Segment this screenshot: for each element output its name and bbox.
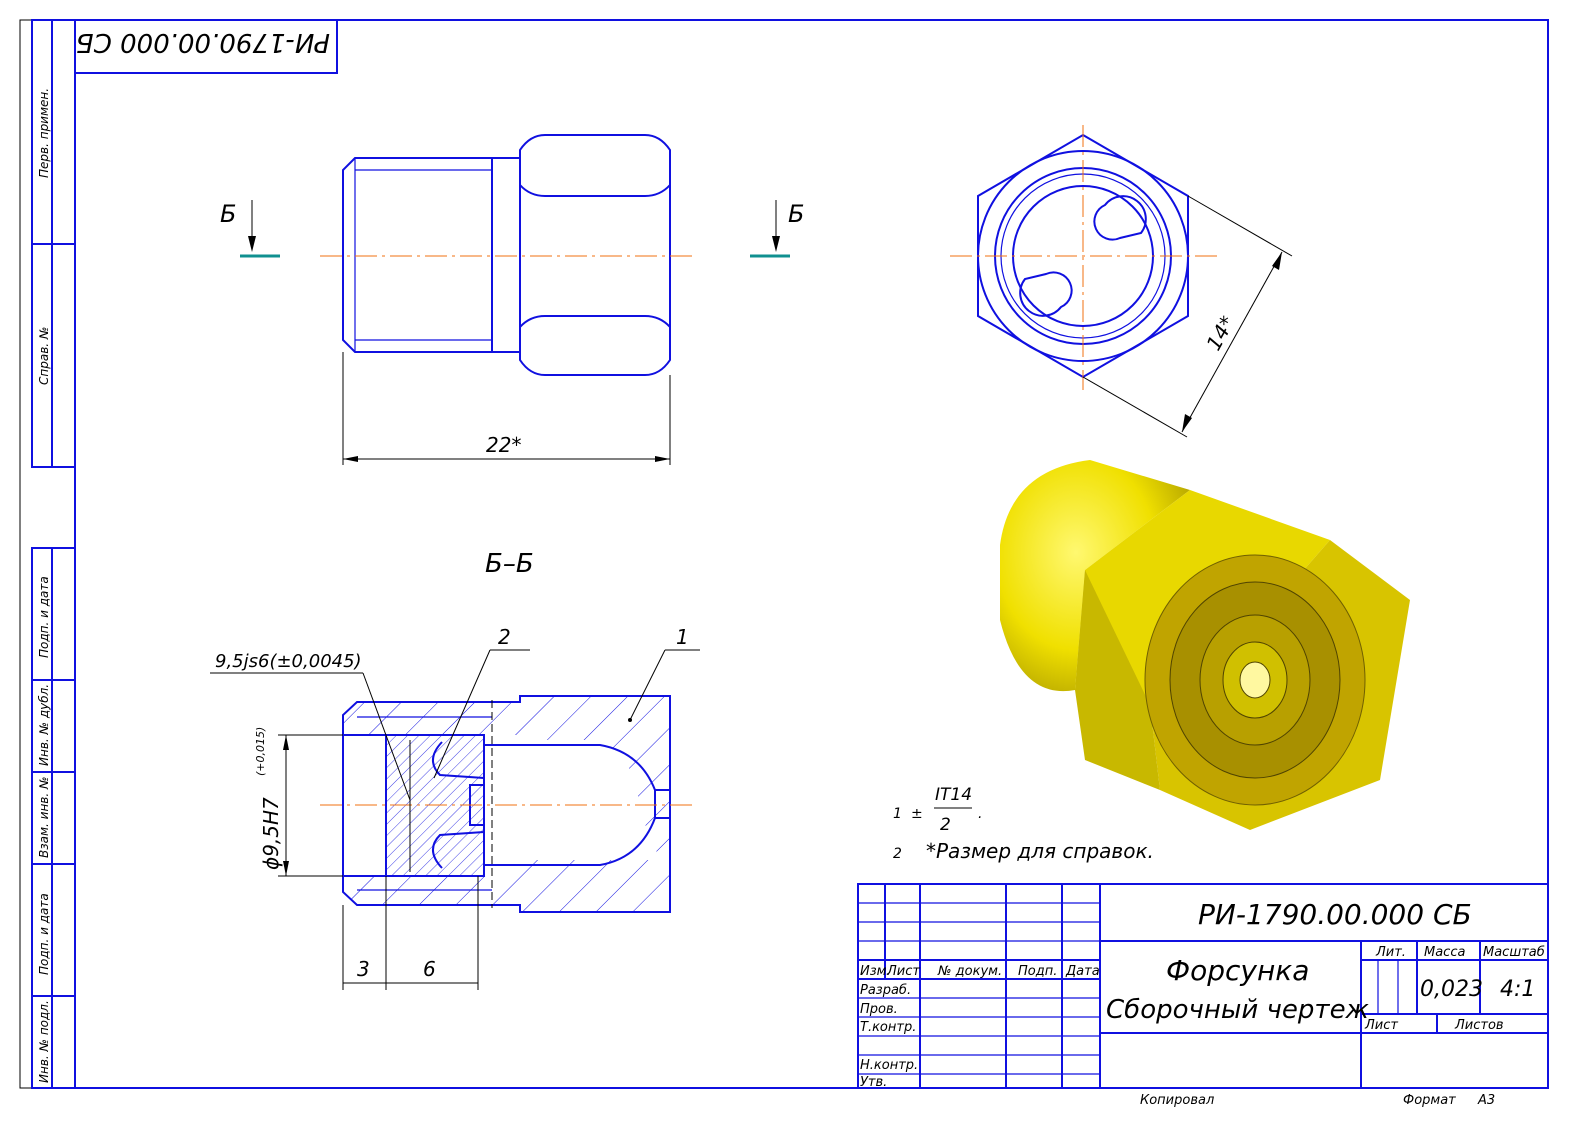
drawing-code: РИ-1790.00.000 СБ xyxy=(1198,898,1472,931)
role-developer: Разраб. xyxy=(860,983,911,998)
scale-label: Масштаб xyxy=(1483,945,1545,960)
lit-label: Лит. xyxy=(1375,945,1406,960)
header-sign: Подп. xyxy=(1018,964,1057,979)
sheets-label: Листов xyxy=(1454,1018,1504,1033)
stamp-code-rotated: РИ-1790.00.000 СБ xyxy=(76,27,330,57)
mass-label: Масса xyxy=(1424,945,1465,960)
role-approver: Утв. xyxy=(860,1075,887,1090)
header-doc: № докум. xyxy=(937,964,1002,979)
role-checker: Пров. xyxy=(860,1002,898,1017)
dim-3: 3 xyxy=(357,957,370,981)
strip-label: Инв. № подл. xyxy=(37,1000,51,1083)
role-tcontrol: Т.контр. xyxy=(860,1020,916,1035)
format-label: Формат xyxy=(1403,1093,1456,1108)
dim-length: 22* xyxy=(486,433,521,457)
note1-number: 1 xyxy=(893,806,902,822)
product-name: Форсунка xyxy=(1166,954,1309,987)
section-title: Б–Б xyxy=(485,549,534,579)
dim-across-flats: 14* xyxy=(1201,312,1239,355)
strip-label: Перв. примен. xyxy=(37,88,51,178)
dim-diameter-tolerance: (+0,015) xyxy=(254,727,267,776)
scale-value: 4:1 xyxy=(1500,977,1535,1002)
header-date: Дата xyxy=(1065,964,1100,979)
dim-diameter: ϕ9,5H7 xyxy=(259,797,283,870)
format-value: А3 xyxy=(1477,1093,1495,1108)
front-view: 22* Б Б xyxy=(220,134,804,465)
end-view: 14* xyxy=(950,125,1293,438)
strip-label: Справ. № xyxy=(37,327,51,385)
dim-6: 6 xyxy=(423,957,436,981)
sheet-label: Лист xyxy=(1364,1018,1398,1033)
strip-label: Взам. инв. № xyxy=(37,777,51,858)
sheet-frame xyxy=(19,19,1549,1089)
strip-label: Подп. и дата xyxy=(37,893,51,975)
strip-label: Инв. № дубл. xyxy=(37,684,51,766)
role-ncontrol: Н.контр. xyxy=(860,1058,918,1073)
section-mark-left: Б xyxy=(220,200,236,228)
position-2: 2 xyxy=(498,625,511,649)
header-izm: Изм. xyxy=(860,964,891,979)
title-block: РИ-1790.00.000 СБ Форсунка Сборочный чер… xyxy=(857,883,1549,1108)
note2-number: 2 xyxy=(893,846,902,862)
section-mark-right: Б xyxy=(788,200,804,228)
isometric-render xyxy=(1000,460,1410,830)
fit-note: 9,5js6(±0,0045) xyxy=(215,651,362,672)
header-list: Лист xyxy=(886,964,920,979)
mass-value: 0,023 xyxy=(1420,977,1483,1002)
position-1: 1 xyxy=(676,625,689,649)
copied-label: Копировал xyxy=(1140,1093,1214,1108)
note2-text: *Размер для справок. xyxy=(926,839,1154,863)
note1-numerator: IT14 xyxy=(935,785,972,805)
note1-pm: ± xyxy=(911,806,923,822)
drawing-type: Сборочный чертеж xyxy=(1106,995,1370,1025)
note1-end: . xyxy=(978,806,982,822)
left-strip-labels: Перв. примен. Справ. № Подп. и дата Инв.… xyxy=(37,88,51,1083)
note1-denominator: 2 xyxy=(940,815,951,835)
technical-notes: 1 ± IT14 2 . 2 *Размер для справок. xyxy=(893,785,1154,863)
section-view: Б–Б ϕ9,5H7 (+0,015) 9,5js6(±0,0045) 2 1 … xyxy=(210,549,700,990)
strip-label: Подп. и дата xyxy=(37,576,51,658)
